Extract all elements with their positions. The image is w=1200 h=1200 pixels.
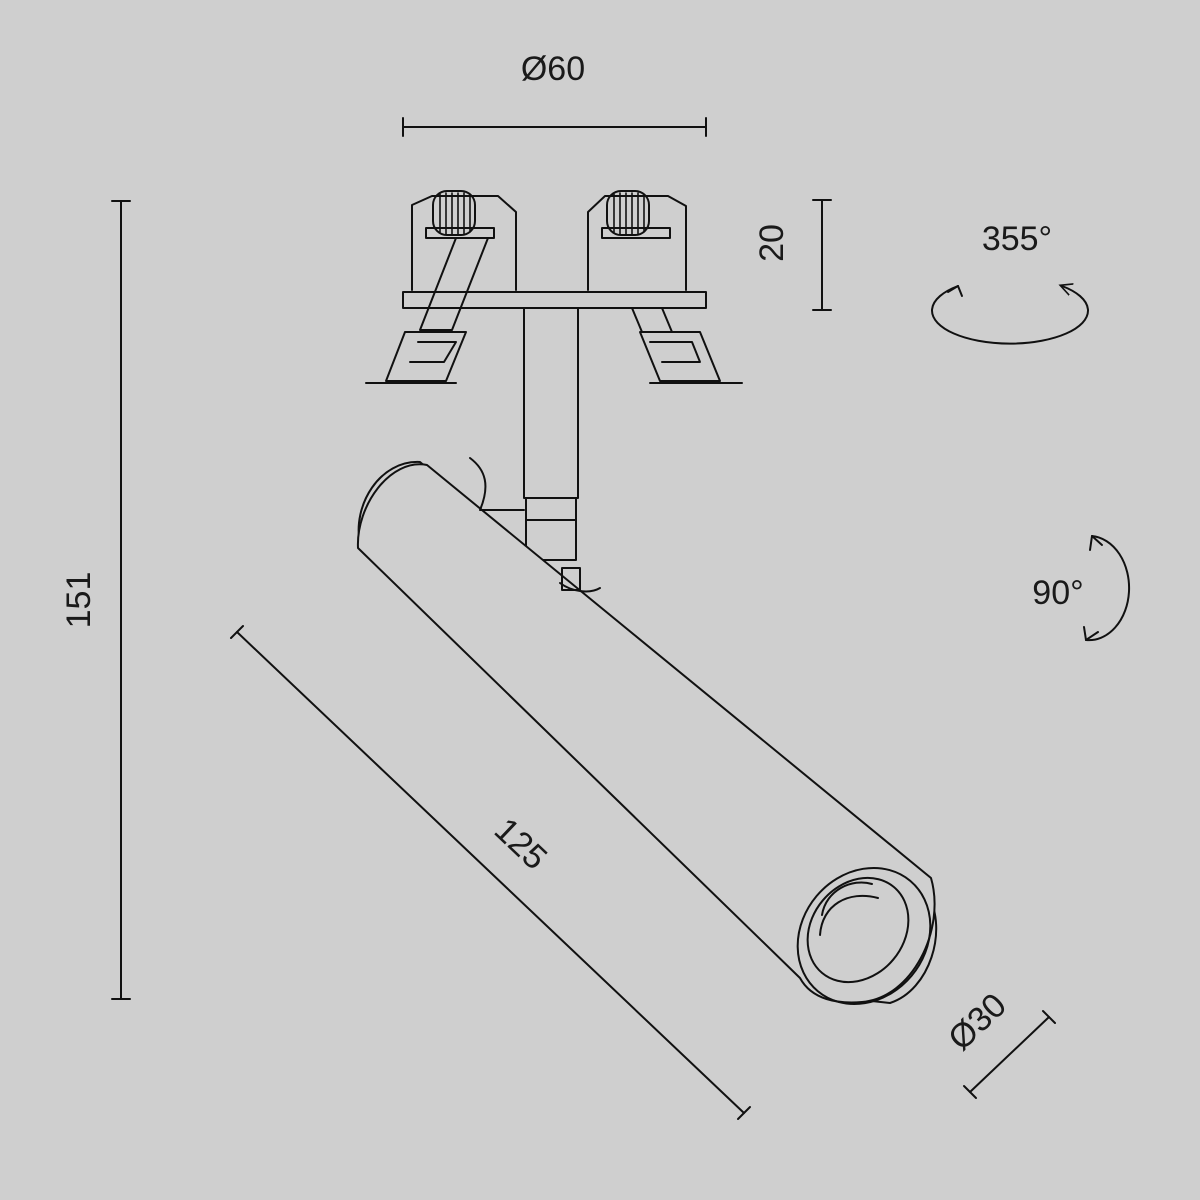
mount-bracket [365, 190, 743, 384]
horizontal-rotation-label: 355° [982, 220, 1052, 258]
total-height-label: 151 [60, 572, 98, 629]
mount-stem [523, 307, 579, 561]
dimension-mount-height: 20 [753, 199, 832, 311]
rotation-horizontal: 355° [931, 220, 1089, 345]
rotation-vertical: 90° [1032, 535, 1131, 642]
mount-diameter-label: Ø60 [521, 50, 585, 88]
body-length-label: 125 [487, 811, 554, 878]
body-diameter-label: Ø30 [941, 986, 1014, 1058]
right-spring-icon [606, 190, 650, 236]
dimension-total-height: 151 [60, 200, 131, 1000]
dimension-body-diameter: Ø30 [941, 986, 1056, 1099]
vertical-rotation-label: 90° [1032, 574, 1083, 612]
mount-height-label: 20 [753, 224, 791, 262]
dimension-mount-diameter: Ø60 [402, 50, 707, 137]
left-spring-icon [432, 190, 476, 236]
lamp-tube [356, 457, 938, 1006]
